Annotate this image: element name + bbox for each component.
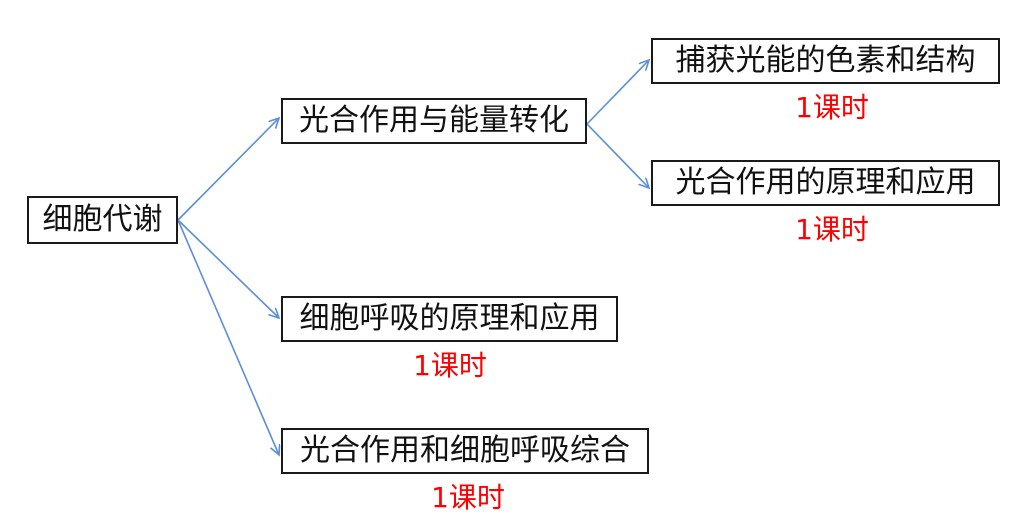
arrow-root-to-photosynthesis	[177, 118, 279, 221]
hours-pigments-structure: 1课时	[795, 91, 869, 124]
node-photosynthesis-energy: 光合作用与能量转化	[281, 98, 587, 144]
node-photosynthesis-principle-label: 光合作用的原理和应用	[675, 165, 976, 200]
node-respiration-principle-label: 细胞呼吸的原理和应用	[299, 301, 600, 336]
arrow-root-to-combined	[177, 219, 279, 455]
node-photosynthesis-principle: 光合作用的原理和应用	[651, 160, 1000, 206]
node-pigments-structure-label: 捕获光能的色素和结构	[675, 43, 976, 78]
arrow-root-to-respiration	[177, 219, 279, 318]
hours-combined: 1课时	[431, 481, 505, 514]
root-node-label: 细胞代谢	[42, 202, 163, 237]
root-node: 细胞代谢	[27, 196, 178, 244]
arrow-photosynthesis-to-principle	[586, 123, 649, 188]
node-respiration-principle: 细胞呼吸的原理和应用	[281, 296, 618, 342]
node-photosynthesis-energy-label: 光合作用与能量转化	[299, 103, 569, 138]
hours-respiration-principle: 1课时	[413, 349, 487, 382]
node-pigments-structure: 捕获光能的色素和结构	[651, 38, 1000, 84]
node-combined-label: 光合作用和细胞呼吸综合	[300, 433, 630, 468]
arrow-photosynthesis-to-pigments	[586, 60, 649, 125]
hours-photosynthesis-principle: 1课时	[795, 213, 869, 246]
node-combined: 光合作用和细胞呼吸综合	[281, 428, 649, 474]
